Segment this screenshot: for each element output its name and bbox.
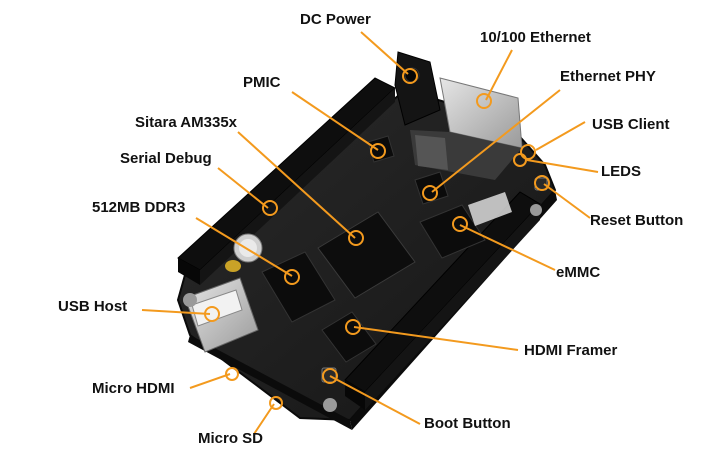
hdmi-framer-chip <box>321 311 377 363</box>
marker-dc-power <box>402 68 418 84</box>
emmc-chip <box>419 204 486 259</box>
marker-sitara <box>348 230 364 246</box>
label-micro-sd: Micro SD <box>198 430 264 447</box>
label-pmic: PMIC <box>243 74 281 91</box>
label-sitara: Sitara AM335x <box>135 114 237 131</box>
line-ddr3 <box>195 217 293 277</box>
line-reset-button <box>543 183 591 219</box>
line-usb-client <box>535 121 586 151</box>
line-ethernet-phy <box>431 89 561 193</box>
marker-usb-host <box>204 306 220 322</box>
label-ethernet-phy: Ethernet PHY <box>560 68 656 85</box>
callout-lines <box>141 31 599 435</box>
label-hdmi-framer: HDMI Framer <box>524 342 618 359</box>
label-reset-button: Reset Button <box>590 212 684 229</box>
marker-serial-debug <box>262 200 278 216</box>
sitara-chip <box>317 211 416 299</box>
line-sitara <box>237 131 356 239</box>
callout-markers <box>204 68 550 410</box>
line-dc-power <box>360 31 409 75</box>
capacitor <box>225 233 263 272</box>
marker-boot-button <box>322 368 338 384</box>
label-boot-button: Boot Button <box>424 415 511 432</box>
marker-micro-sd <box>269 396 283 410</box>
line-boot-button <box>329 375 421 425</box>
marker-usb-client <box>520 144 536 160</box>
marker-leds <box>513 153 527 167</box>
line-pmic <box>291 91 379 151</box>
expansion-header-front <box>344 191 541 410</box>
marker-hdmi-framer <box>345 319 361 335</box>
marker-micro-hdmi <box>225 367 239 381</box>
label-ddr3: 512MB DDR3 <box>92 199 186 216</box>
marker-pmic <box>370 143 386 159</box>
line-10-100-ethernet <box>485 49 513 101</box>
line-usb-host <box>141 309 211 315</box>
mounting-holes <box>183 204 542 412</box>
line-micro-sd <box>253 403 275 435</box>
line-hdmi-framer <box>353 326 519 351</box>
label-emmc: eMMC <box>556 264 601 281</box>
label-dc-power: DC Power <box>300 11 371 28</box>
line-micro-hdmi <box>189 373 231 389</box>
line-emmc <box>459 224 556 271</box>
label-micro-hdmi: Micro HDMI <box>92 380 175 397</box>
label-usb-client: USB Client <box>592 116 670 133</box>
label-10-100-ethernet: 10/100 Ethernet <box>480 29 591 46</box>
label-serial-debug: Serial Debug <box>120 150 212 167</box>
marker-ddr3 <box>284 269 300 285</box>
marker-ethernet-phy <box>422 185 438 201</box>
marker-10-100-ethernet <box>476 93 492 109</box>
line-serial-debug <box>217 167 269 209</box>
line-leds <box>526 159 599 173</box>
label-leds: LEDS <box>601 163 642 180</box>
marker-reset-button <box>534 175 550 191</box>
label-usb-host: USB Host <box>58 298 128 315</box>
silkscreen-logo <box>468 192 512 226</box>
marker-emmc <box>452 216 468 232</box>
